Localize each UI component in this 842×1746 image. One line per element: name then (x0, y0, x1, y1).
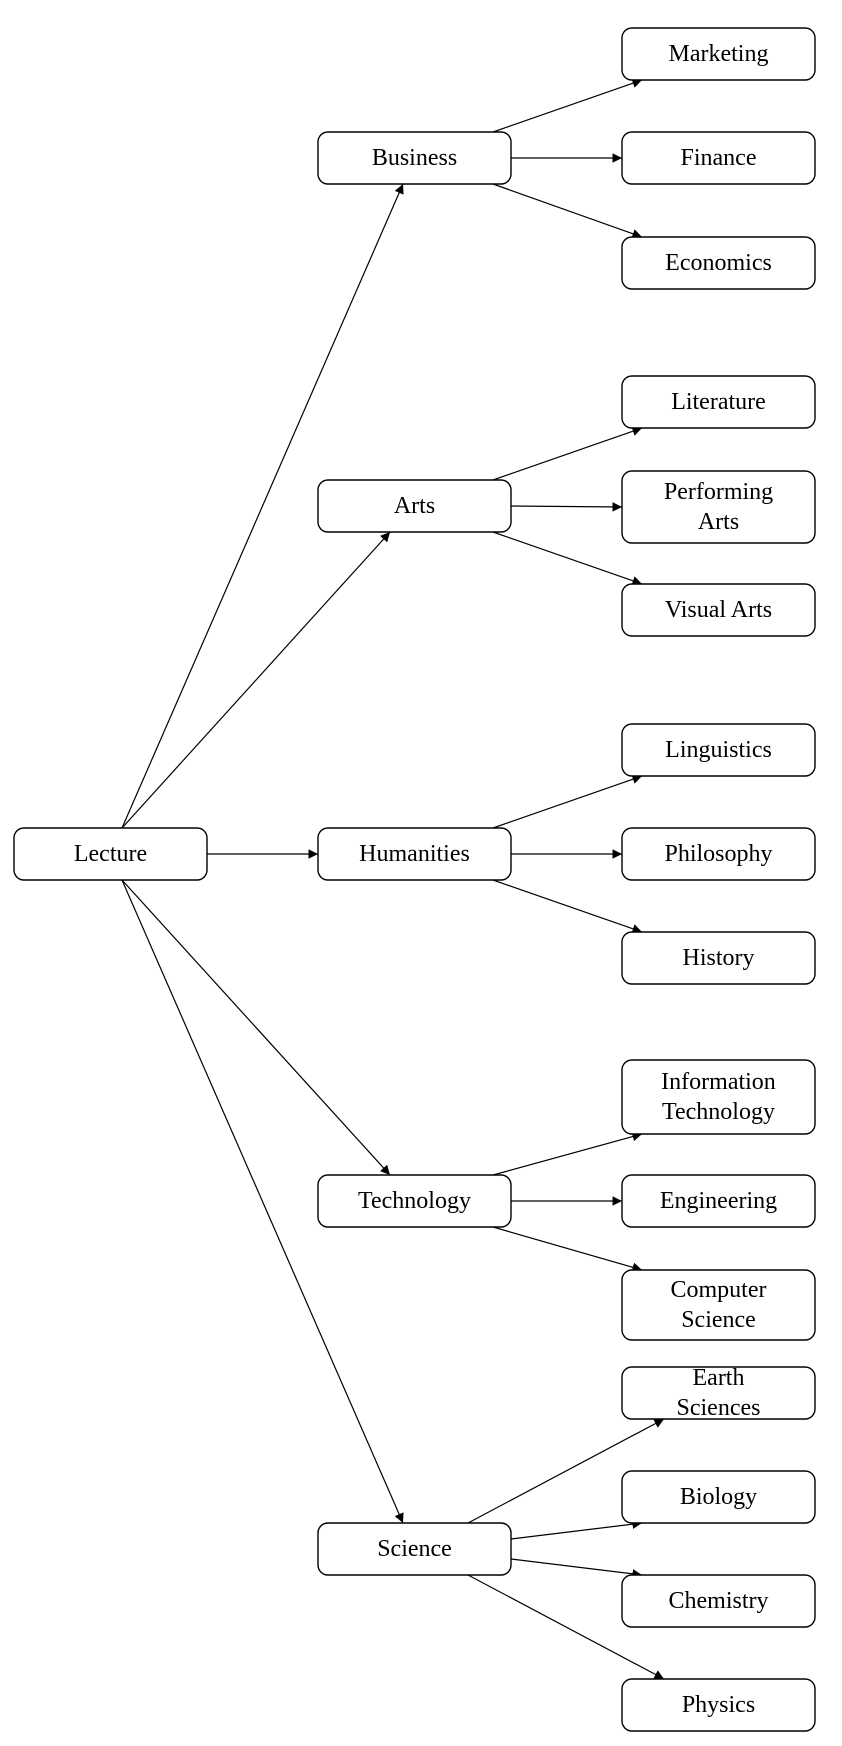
edge-humanities-to-history (492, 879, 643, 934)
topic-node-finance: Finance (621, 131, 816, 185)
topic-node-performing-arts-box (621, 470, 816, 544)
topic-node-visual-arts-box (621, 583, 816, 637)
topic-node-history: History (621, 931, 816, 985)
topic-node-visual-arts-label: Visual Arts (665, 597, 772, 623)
category-node-arts-label: Arts (394, 493, 435, 519)
topic-node-computer-science-box (621, 1269, 816, 1341)
topic-node-earth-sciences-box (621, 1366, 816, 1420)
topic-node-chemistry: Chemistry (621, 1574, 816, 1628)
topic-node-finance-label: Finance (681, 145, 757, 171)
root-node-lecture: Lecture (13, 827, 208, 881)
topic-node-biology-label: Biology (680, 1484, 757, 1510)
topic-node-philosophy: Philosophy (621, 827, 816, 881)
topic-node-physics-label: Physics (682, 1692, 755, 1718)
category-node-science-label: Science (377, 1536, 452, 1562)
category-node-business: Business (317, 131, 512, 185)
topic-node-visual-arts: Visual Arts (621, 583, 816, 637)
topic-node-marketing: Marketing (621, 27, 816, 81)
edge-business-to-marketing (492, 78, 643, 133)
edge-science-to-physics (467, 1574, 665, 1680)
topic-node-history-label: History (683, 945, 755, 971)
topic-node-marketing-label: Marketing (669, 41, 769, 67)
topic-node-engineering-box (621, 1174, 816, 1228)
topic-node-engineering: Engineering (621, 1174, 816, 1228)
topic-node-economics-label: Economics (665, 250, 772, 276)
topic-node-linguistics-box (621, 723, 816, 777)
topic-node-physics-box (621, 1678, 816, 1732)
topic-node-chemistry-label: Chemistry (669, 1588, 769, 1614)
topic-node-history-box (621, 931, 816, 985)
topic-node-biology: Biology (621, 1470, 816, 1524)
root-node-lecture-box (13, 827, 208, 881)
topic-node-economics: Economics (621, 236, 816, 290)
topic-node-linguistics: Linguistics (621, 723, 816, 777)
category-node-business-box (317, 131, 512, 185)
category-node-technology-label: Technology (358, 1188, 471, 1214)
category-node-humanities-box (317, 827, 512, 881)
category-node-arts-box (317, 479, 512, 533)
edge-arts-to-performing-arts (510, 502, 623, 512)
category-node-technology: Technology (317, 1174, 512, 1228)
category-node-technology-box (317, 1174, 512, 1228)
topic-node-marketing-box (621, 27, 816, 81)
root-node-lecture-label: Lecture (74, 841, 147, 867)
edge-technology-to-computer-science (492, 1226, 643, 1272)
category-node-humanities: Humanities (317, 827, 512, 881)
topic-node-linguistics-label: Linguistics (665, 737, 772, 763)
topic-node-philosophy-box (621, 827, 816, 881)
topic-node-literature: Literature (621, 375, 816, 429)
topic-node-literature-label: Literature (671, 389, 766, 415)
category-node-arts: Arts (317, 479, 512, 533)
topic-node-engineering-label: Engineering (660, 1188, 777, 1214)
edge-science-to-earth-sciences (467, 1418, 665, 1524)
edge-lecture-to-science (121, 879, 404, 1524)
edge-arts-to-literature (492, 426, 643, 481)
edge-humanities-to-linguistics (492, 774, 643, 829)
topic-node-finance-box (621, 131, 816, 185)
category-node-humanities-label: Humanities (359, 841, 470, 867)
edge-technology-to-information-technology (492, 1131, 643, 1176)
category-node-business-label: Business (372, 145, 457, 171)
edge-business-to-economics (492, 183, 643, 239)
topic-node-chemistry-box (621, 1574, 816, 1628)
topic-node-information-technology-box (621, 1059, 816, 1135)
topic-node-philosophy-label: Philosophy (664, 841, 772, 867)
category-node-science: Science (317, 1522, 512, 1576)
edge-lecture-to-business (121, 183, 404, 829)
edge-lecture-to-technology (121, 879, 391, 1176)
edge-science-to-chemistry (510, 1558, 643, 1579)
edge-arts-to-visual-arts (492, 531, 643, 586)
topic-node-biology-box (621, 1470, 816, 1524)
edge-lecture-to-arts (121, 531, 391, 829)
topic-node-physics: Physics (621, 1678, 816, 1732)
topic-node-literature-box (621, 375, 816, 429)
category-node-science-box (317, 1522, 512, 1576)
edge-science-to-biology (510, 1519, 643, 1540)
topic-node-economics-box (621, 236, 816, 290)
